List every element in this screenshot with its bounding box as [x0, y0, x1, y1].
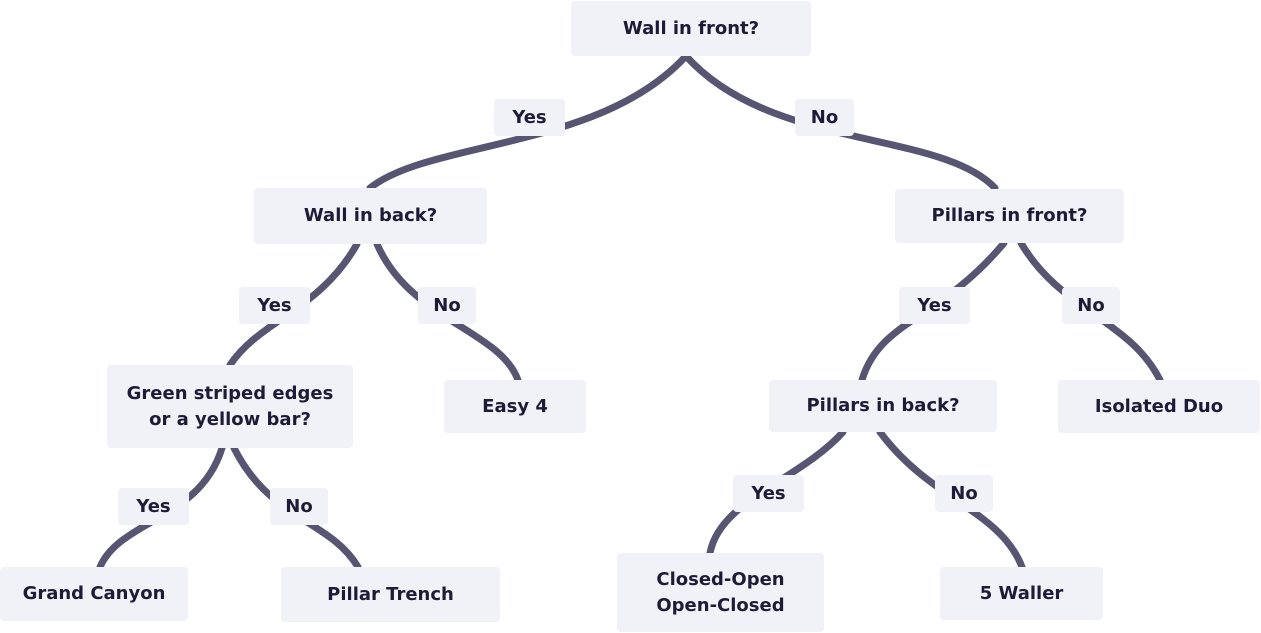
node-isolated-duo: Isolated Duo [1058, 380, 1260, 433]
node-label: Isolated Duo [1094, 395, 1224, 417]
node-label: Easy 4 [482, 395, 548, 417]
node-closed-open: Closed-Open Open-Closed [617, 553, 824, 632]
node-label: 5 Waller [979, 582, 1064, 604]
node-label: Pillars in front? [931, 205, 1088, 226]
node-label: Grand Canyon [22, 583, 166, 604]
edge-label-text: Yes [257, 294, 292, 316]
edge-label-front-yes: Yes [899, 287, 970, 324]
edge-root-yes [366, 52, 690, 192]
node-pillars-in-front: Pillars in front? [895, 189, 1124, 243]
edge-label-green-no: No [270, 488, 328, 525]
edge-label-green-yes: Yes [118, 488, 189, 525]
edge-label-back-no: No [418, 287, 476, 324]
edge-label-text: Yes [917, 294, 952, 316]
edge-label-text: No [950, 482, 978, 504]
edge-label-root-yes: Yes [494, 99, 565, 136]
node-label: Wall in back? [303, 205, 438, 226]
node-pillar-trench: Pillar Trench [281, 567, 500, 622]
edge-label-text: Yes [751, 482, 786, 504]
edge-label-text: No [285, 495, 313, 517]
node-label: Closed-Open Open-Closed [656, 568, 785, 616]
edge-label-text: No [1077, 294, 1105, 316]
node-label: Green striped edges or a yellow bar? [126, 382, 334, 430]
edge-label-pback-yes: Yes [733, 475, 804, 512]
edge-label-root-no: No [795, 99, 854, 136]
node-5-waller: 5 Waller [940, 567, 1103, 620]
node-easy-4: Easy 4 [444, 380, 586, 433]
edge-label-text: Yes [136, 495, 171, 517]
node-grand-canyon: Grand Canyon [0, 567, 188, 621]
node-wall-in-back: Wall in back? [254, 188, 487, 244]
node-label: Pillars in back? [806, 395, 960, 416]
edge-label-back-yes: Yes [239, 287, 310, 324]
edge-label-front-no: No [1062, 287, 1120, 324]
edge-label-pback-no: No [935, 475, 993, 512]
node-green-striped-edges: Green striped edges or a yellow bar? [107, 365, 353, 448]
node-wall-in-front: Wall in front? [571, 1, 811, 56]
node-label: Wall in front? [622, 17, 760, 39]
edge-label-text: No [433, 294, 461, 316]
node-pillars-in-back: Pillars in back? [769, 380, 997, 432]
edge-label-text: No [810, 106, 839, 128]
node-label: Pillar Trench [327, 583, 454, 605]
edge-label-text: Yes [512, 106, 547, 128]
